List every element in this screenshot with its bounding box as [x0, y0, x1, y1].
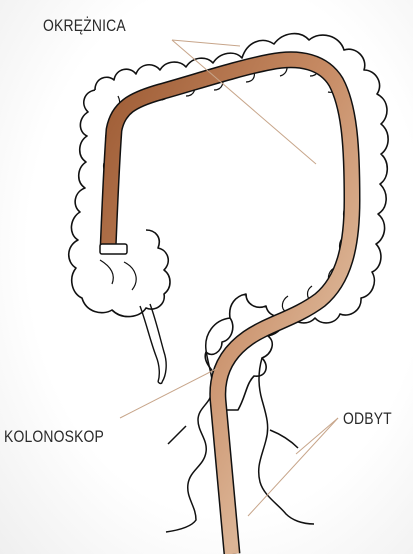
leader-okreznica-1: [172, 40, 240, 46]
label-okreznica: OKRĘŻNICA: [43, 16, 126, 36]
colonoscope-tip: [100, 244, 127, 254]
leader-odbyt-1: [296, 418, 338, 454]
label-odbyt: ODBYT: [343, 409, 392, 429]
label-kolonoskop: KOLONOSKOP: [4, 427, 104, 447]
appendix: [140, 304, 166, 384]
leader-odbyt-2: [248, 418, 338, 516]
leader-kolonoskop: [120, 368, 218, 418]
